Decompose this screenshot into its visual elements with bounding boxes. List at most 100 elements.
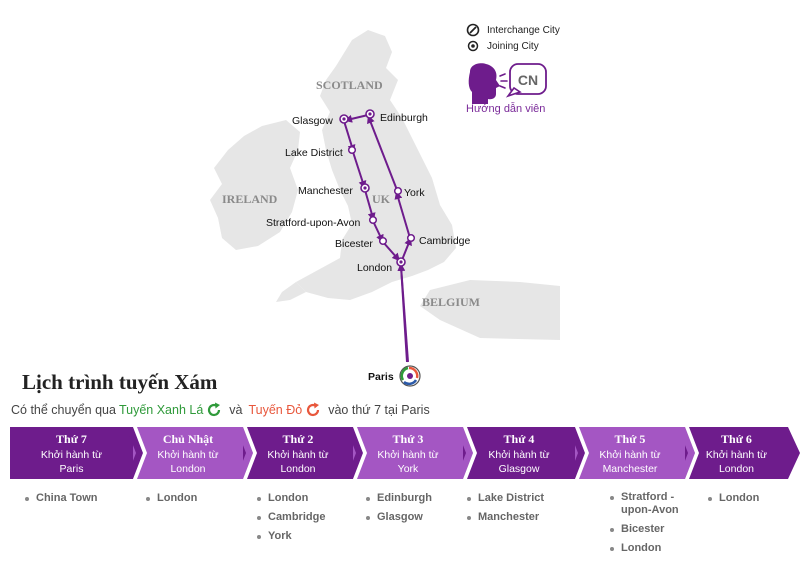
day-segment-6[interactable]: Thứ 6 Khởi hành từ London [685, 427, 788, 479]
route-edinburgh-glasgow [344, 114, 369, 123]
route-london-cambridge [401, 237, 412, 261]
day-segment-0[interactable]: Thứ 7 Khởi hành từ Paris [10, 427, 133, 479]
day-segment-4[interactable]: Thứ 4 Khởi hành từ Glasgow [463, 427, 575, 479]
depart-label: Khởi hành từ [157, 449, 219, 461]
stop-item: Bicester [609, 523, 699, 536]
joining-marker-cambridge [406, 233, 416, 243]
stop-item: Manchester [466, 511, 544, 524]
city-label-london: London [357, 262, 392, 274]
cn-badge-bubble [509, 63, 547, 95]
day-label: Thứ 3 [392, 432, 424, 446]
green-route-link[interactable]: Tuyến Xanh Lá [118, 403, 204, 417]
tour-guide-badge: CN [468, 63, 547, 104]
interchange-marker-glasgow [339, 114, 349, 124]
city-label-stratford: Stratford-upon-Avon [266, 217, 361, 229]
stop-item: London [707, 492, 759, 505]
map-legend: Interchange City Joining City [466, 22, 560, 54]
day-segment-3[interactable]: Thứ 3 Khởi hành từ York [353, 427, 463, 479]
legend-interchange-label: Interchange City [487, 24, 560, 36]
transfer-suffix: vào thứ 7 tại Paris [328, 403, 430, 417]
city-label-cambridge: Cambridge [419, 235, 471, 247]
page-title: Lịch trình tuyến Xám [22, 370, 218, 394]
day-segment-1[interactable]: Chủ Nhật Khởi hành từ London [133, 427, 243, 479]
day-label: Thứ 4 [503, 432, 535, 446]
stop-item: Glasgow [365, 511, 432, 524]
day-label: Thứ 7 [56, 432, 87, 446]
depart-city: London [718, 463, 755, 475]
stops-col-0: China Town [24, 492, 98, 511]
route-stratford-bicester [372, 220, 384, 243]
route-transfer-note: Có thể chuyển qua Tuyến Xanh Lá và Tuyến… [11, 402, 433, 418]
legend-joining: Joining City [466, 38, 560, 54]
city-label-lakedistrict: Lake District [285, 147, 343, 159]
day-label: Chủ Nhật [162, 432, 214, 446]
depart-city: Manchester [602, 463, 658, 475]
city-label-paris: Paris [368, 371, 394, 383]
stops-col-2: London Cambridge York [256, 492, 325, 549]
region-scotland: SCOTLAND [316, 78, 383, 92]
depart-label: Khởi hành từ [705, 449, 768, 461]
day-segment-5[interactable]: Thứ 5 Khởi hành từ Manchester [575, 427, 685, 479]
joining-city-icon [467, 40, 479, 52]
joining-marker-stratford [368, 215, 378, 225]
region-ireland: IRELAND [222, 192, 278, 206]
stop-item: China Town [24, 492, 98, 505]
stop-item: London [609, 542, 699, 555]
stop-item: Edinburgh [365, 492, 432, 505]
day-label: Thứ 2 [282, 432, 314, 446]
stops-col-3: Edinburgh Glasgow [365, 492, 432, 530]
depart-city: London [280, 463, 316, 475]
city-label-manchester: Manchester [298, 185, 353, 197]
day-label: Thứ 5 [614, 432, 646, 446]
depart-label: Khởi hành từ [377, 449, 439, 461]
cn-badge-text: CN [518, 72, 538, 88]
city-label-york: York [404, 187, 425, 199]
stop-item: London [145, 492, 197, 505]
speaking-head-icon [468, 63, 508, 104]
joining-marker-york [393, 186, 403, 196]
paris-interchange-icon [399, 365, 421, 387]
stops-col-6: London [707, 492, 759, 511]
stop-item: York [256, 530, 325, 543]
schedule-ribbon: Thứ 7 Khởi hành từ Paris Chủ Nhật Khởi h… [0, 427, 806, 479]
route-glasgow-lakedistrict [343, 120, 356, 153]
depart-city: Paris [59, 463, 84, 475]
red-route-link[interactable]: Tuyến Đỏ [248, 403, 303, 417]
route-lines [343, 114, 412, 363]
stop-item: Cambridge [256, 511, 325, 524]
stop-item: Stratford -upon-Avon [609, 491, 699, 517]
stops-col-5: Stratford -upon-Avon Bicester London [609, 491, 699, 561]
route-manchester-stratford [364, 189, 376, 221]
route-cambridge-york [394, 191, 411, 239]
great-britain-landmass [296, 30, 456, 300]
city-label-glasgow: Glasgow [292, 115, 333, 127]
city-label-edinburgh: Edinburgh [380, 112, 428, 124]
joining-marker-lakedistrict [347, 145, 357, 155]
ribbon-chevrons [126, 427, 800, 479]
legend-interchange: Interchange City [466, 22, 560, 38]
stops-col-4: Lake District Manchester [466, 492, 544, 530]
day-label: Thứ 6 [721, 432, 752, 446]
joining-marker-bicester [378, 236, 388, 246]
stop-item: Lake District [466, 492, 544, 505]
stops-col-1: London [145, 492, 197, 511]
depart-label: Khởi hành từ [40, 449, 103, 461]
red-refresh-icon [307, 402, 320, 417]
transfer-prefix: Có thể chuyển qua [11, 403, 116, 417]
continent-landmass [420, 280, 560, 340]
day-segment-2[interactable]: Thứ 2 Khởi hành từ London [243, 427, 353, 479]
interchange-marker-edinburgh [365, 109, 375, 119]
region-uk: UK [372, 192, 391, 206]
legend-joining-label: Joining City [487, 40, 539, 52]
green-refresh-icon [208, 402, 221, 417]
city-label-bicester: Bicester [335, 238, 373, 250]
route-london-paris [400, 265, 409, 363]
route-lakedistrict-manchester [352, 151, 367, 189]
stop-item: London [256, 492, 325, 505]
depart-city: London [170, 463, 206, 475]
depart-city: York [397, 463, 419, 475]
depart-city: Glasgow [498, 463, 540, 475]
tour-guide-label: Hướng dẫn viên [466, 103, 546, 115]
interchange-city-icon [466, 23, 480, 37]
city-markers [339, 109, 421, 387]
